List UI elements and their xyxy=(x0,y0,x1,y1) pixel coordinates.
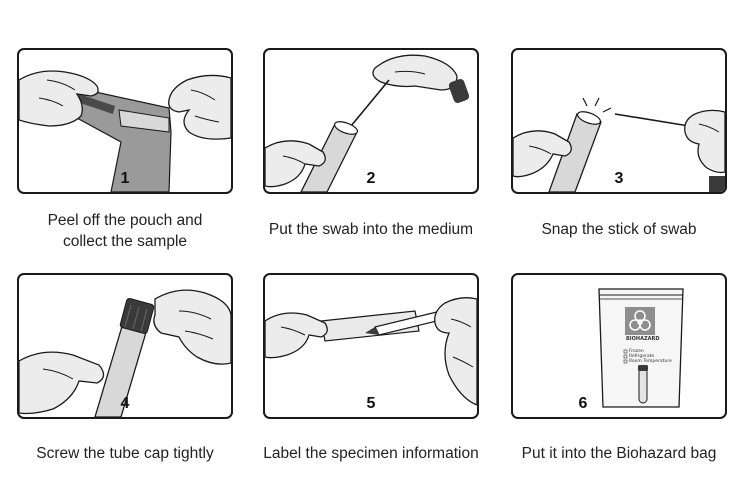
step-4-panel: 4 xyxy=(17,273,233,419)
step-3-panel: 3 xyxy=(511,48,727,194)
step-1-number: 1 xyxy=(120,170,130,187)
step-5-caption-line1: Label the specimen information xyxy=(263,445,479,462)
step-6-caption-line1: Put it into the Biohazard bag xyxy=(521,445,717,462)
biohazard-symbol-icon xyxy=(629,310,651,331)
step-6-panel: BIOHAZARD Frozen Refrigerate Room Temper… xyxy=(511,273,727,419)
step-2-number: 2 xyxy=(366,170,376,187)
step-4-caption-line1: Screw the tube cap tightly xyxy=(36,445,214,462)
step-5-panel: 5 xyxy=(263,273,479,419)
step-3-number: 3 xyxy=(614,170,624,187)
step-1-panel: 1 xyxy=(17,48,233,194)
step-4-caption: Screw the tube cap tightly xyxy=(5,443,245,464)
step-1-caption-line2: collect the sample xyxy=(62,233,188,250)
step-3-caption: Snap the stick of swab xyxy=(499,219,739,240)
step-4-number: 4 xyxy=(120,395,130,412)
bag-biohazard-label: BIOHAZARD xyxy=(626,336,660,342)
step-2-panel: 2 xyxy=(263,48,479,194)
step-3-caption-line1: Snap the stick of swab xyxy=(541,221,697,238)
bag-checkbox-frozen: Frozen xyxy=(629,349,644,354)
step-5-number: 5 xyxy=(366,395,376,412)
step-6-number: 6 xyxy=(578,395,588,412)
step-5-caption: Label the specimen information xyxy=(251,443,491,464)
step-6-caption: Put it into the Biohazard bag xyxy=(499,443,739,464)
peel-pouch-illustration xyxy=(19,70,231,192)
screw-cap-illustration xyxy=(19,289,231,417)
biohazard-bag-illustration xyxy=(598,288,684,408)
step-1-caption: Peel off the pouch and collect the sampl… xyxy=(5,210,245,252)
label-specimen-illustration xyxy=(265,297,477,406)
step-2-caption: Put the swab into the medium xyxy=(251,219,491,240)
snap-swab-illustration xyxy=(513,97,725,192)
step-1-caption-line1: Peel off the pouch and xyxy=(47,212,203,229)
bag-checkbox-refrigerate: Refrigerate xyxy=(629,354,655,359)
step-2-caption-line1: Put the swab into the medium xyxy=(268,221,474,238)
bag-checkbox-room-temp: Room Temperature xyxy=(629,359,672,364)
swab-into-medium-illustration xyxy=(265,54,470,192)
